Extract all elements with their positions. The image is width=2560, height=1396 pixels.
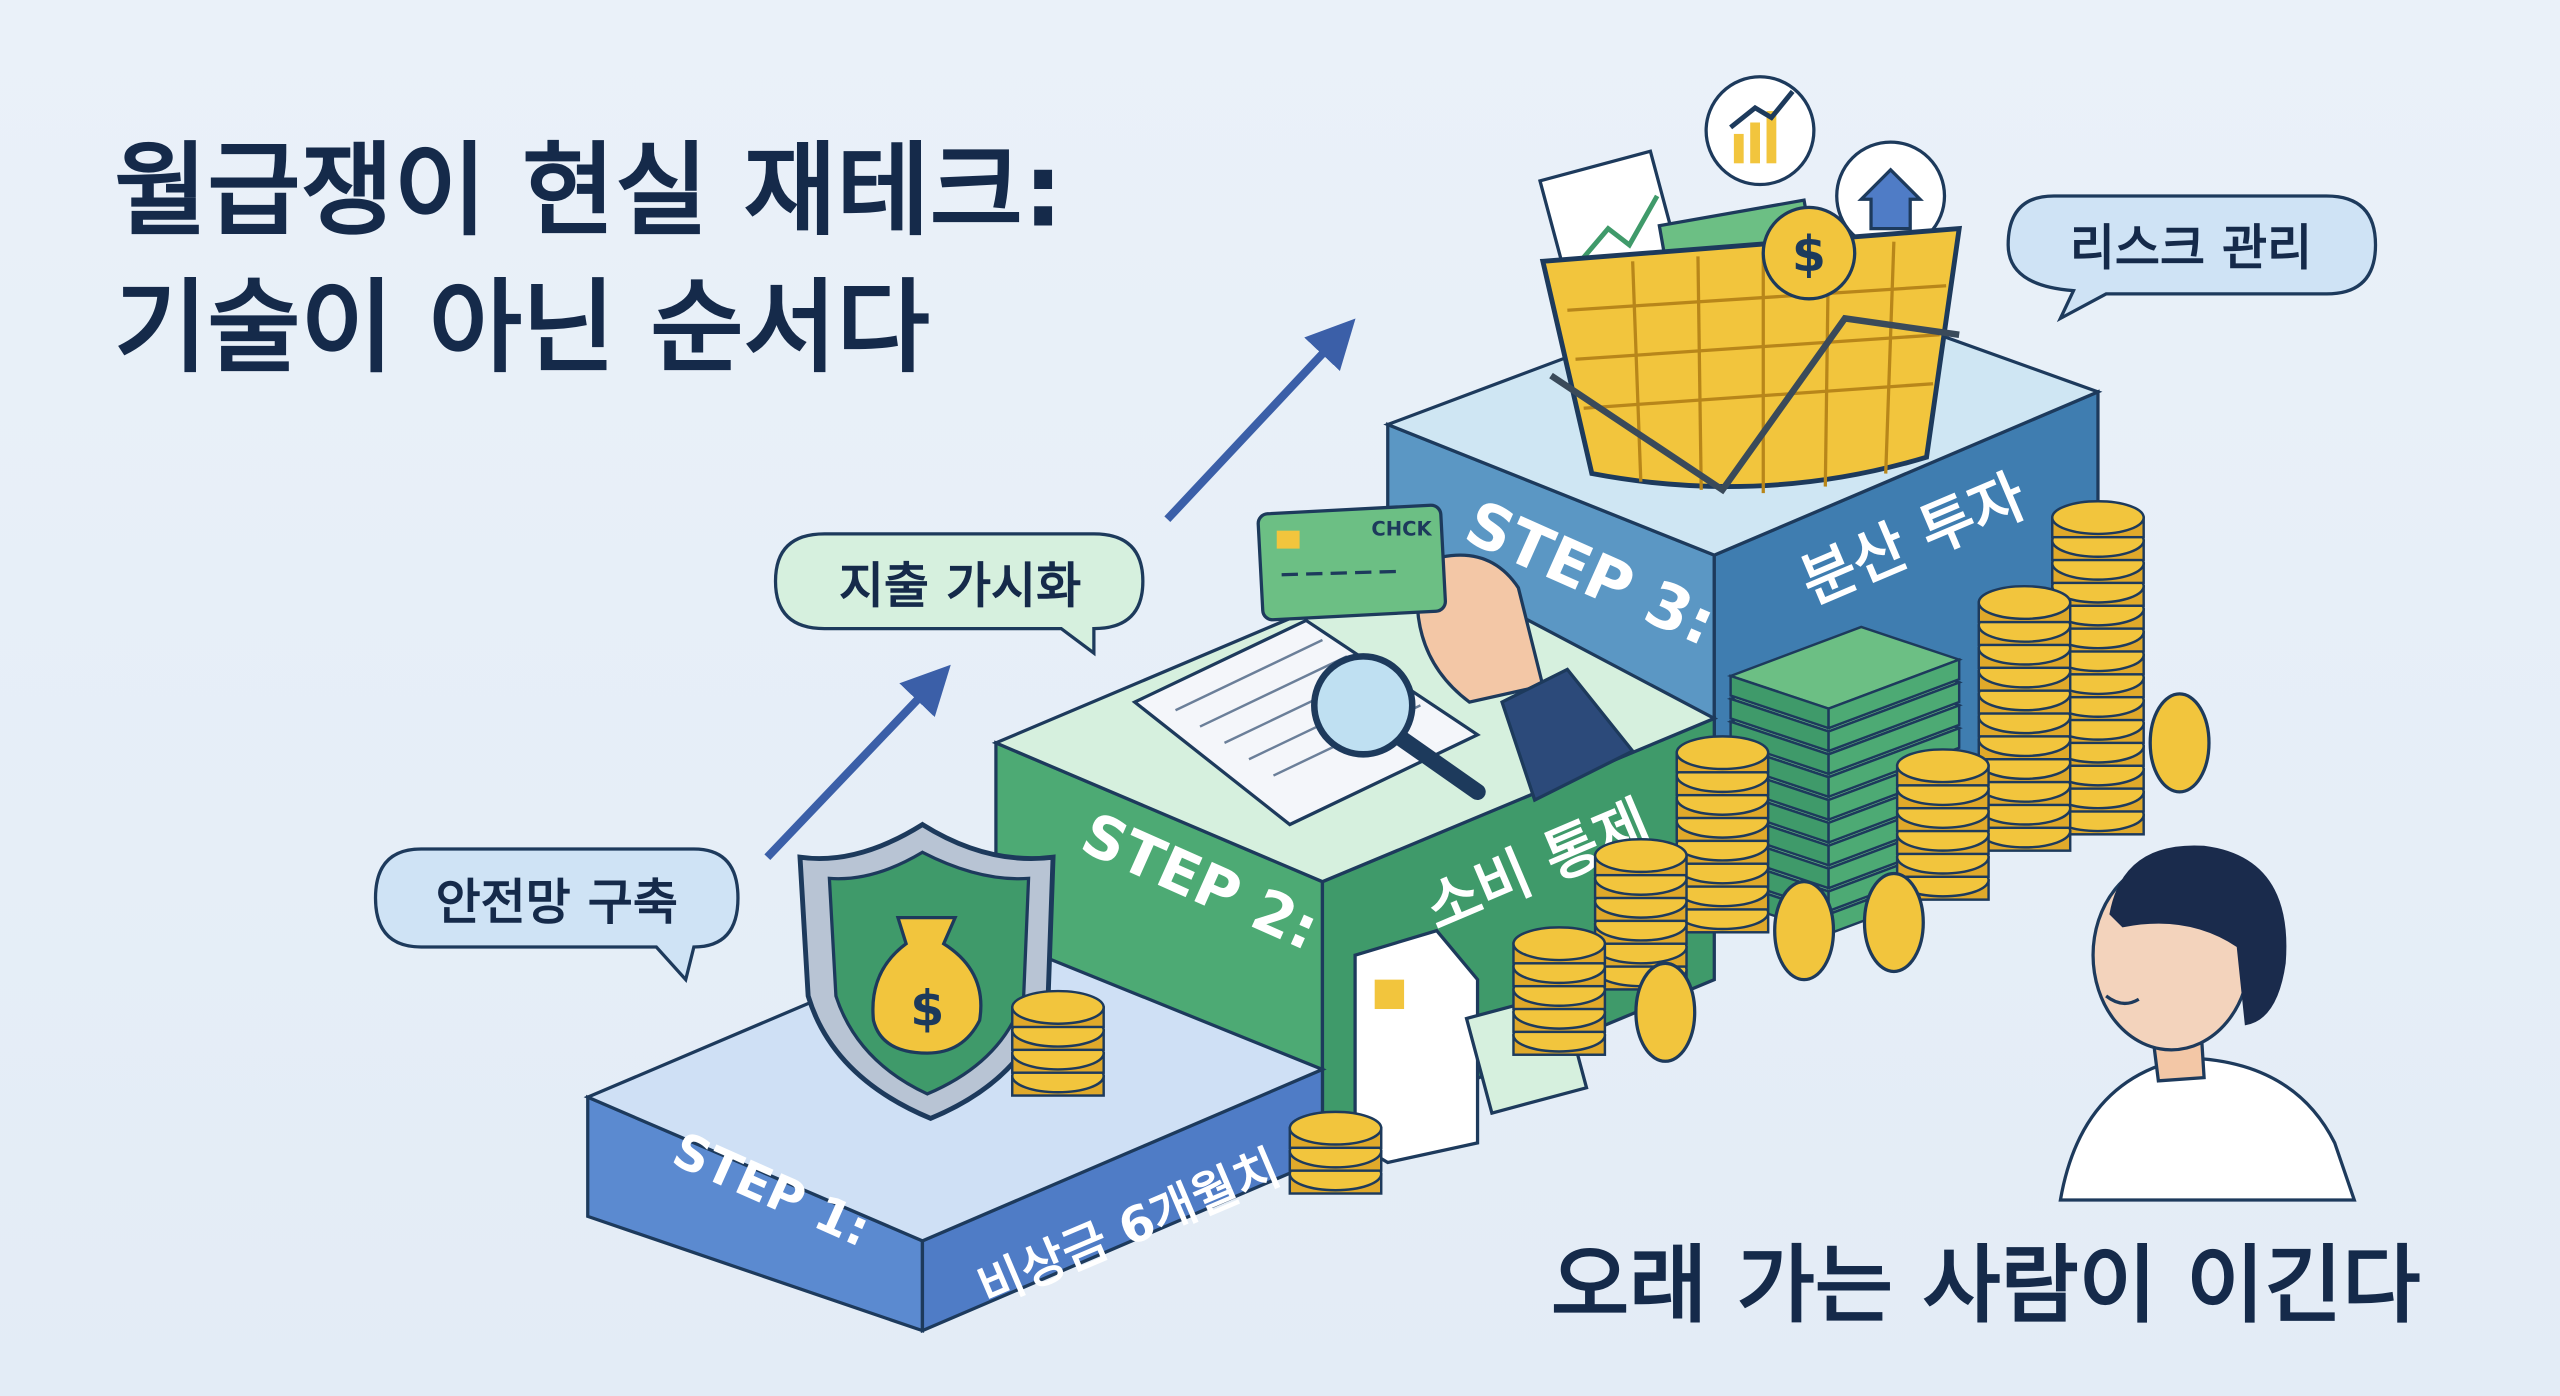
card-label: CHCK — [1371, 518, 1432, 541]
loose-coin — [1862, 871, 1925, 974]
investment-basket-icon: $ — [1538, 75, 1963, 495]
coin-stack — [1512, 926, 1607, 1056]
magnifier-icon — [1311, 653, 1486, 801]
cash-bundle — [1726, 625, 1963, 730]
progress-arrow-2 — [1164, 318, 1356, 523]
person-illustration — [2058, 845, 2357, 1202]
loose-coin — [1773, 880, 1836, 982]
coin-stack — [1011, 989, 1105, 1097]
basket-coin-icon — [1761, 205, 1857, 301]
coin-stack — [1675, 735, 1770, 934]
title-line-1: 월급쟁이 현실 재테크: — [114, 131, 1063, 249]
bubble-safety-net: 안전망 구축 — [373, 847, 740, 984]
title-line-2: 기술이 아닌 순서다 — [114, 268, 929, 386]
progress-arrow-1 — [764, 664, 951, 860]
coin-symbol: $ — [1792, 226, 1826, 283]
shield-moneybag-icon: $ — [797, 821, 1056, 1122]
check-card: CHCK — [1256, 503, 1448, 622]
bubble-risk-management-text: 리스크 관리 — [2070, 220, 2312, 277]
coin-stack — [2051, 500, 2145, 836]
coin-stack — [1895, 748, 1990, 901]
footer-slogan: 오래 가는 사람이 이긴다 — [1551, 1236, 2420, 1335]
coin-stacks — [1011, 500, 2211, 1195]
hand-icon — [1415, 553, 1636, 803]
coin-stack — [1977, 584, 2072, 852]
loose-coin — [2148, 692, 2211, 794]
receipt-icon — [1131, 618, 1481, 827]
coin-stack — [1288, 1110, 1383, 1195]
bubble-spending-visibility: 지출 가시화 — [773, 532, 1145, 657]
loose-coin — [1634, 961, 1697, 1063]
moneybag-symbol: $ — [910, 980, 944, 1037]
bubble-safety-net-text: 안전망 구축 — [436, 874, 678, 931]
bubble-spending-visibility-text: 지출 가시화 — [839, 557, 1081, 614]
bubble-risk-management: 리스크 관리 — [2006, 194, 2378, 323]
